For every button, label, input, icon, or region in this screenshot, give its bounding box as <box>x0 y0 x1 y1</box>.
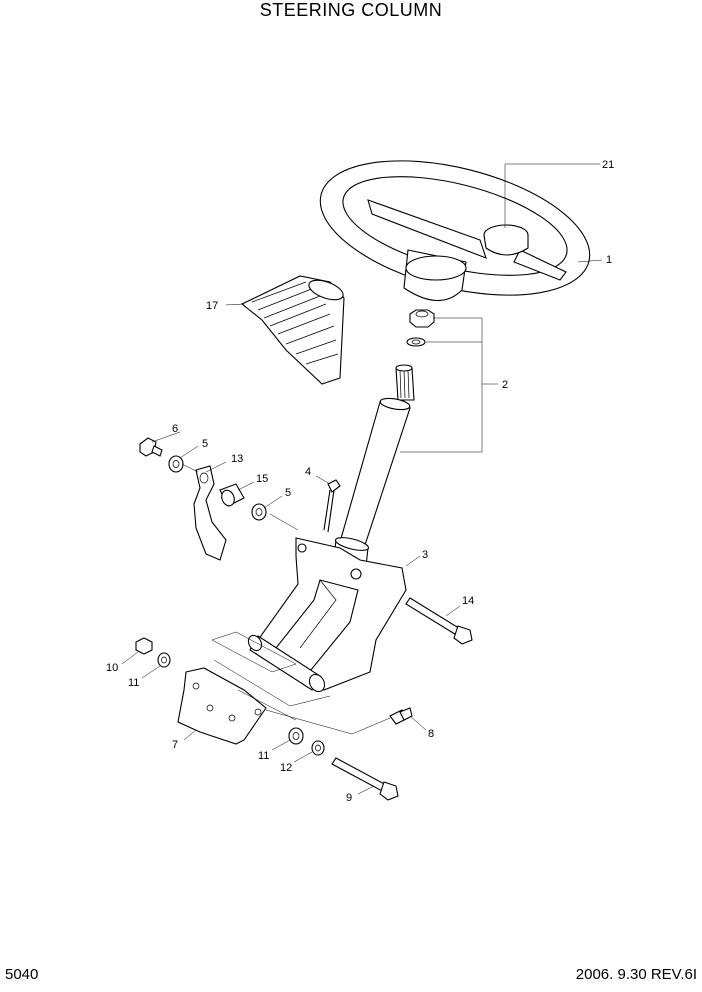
callout-17: 17 <box>206 300 218 312</box>
callout-labels: 21 1 17 2 6 5 13 4 15 5 3 14 10 11 7 8 1… <box>106 159 614 804</box>
callout-7: 7 <box>172 739 178 751</box>
callout-2: 2 <box>502 379 508 391</box>
stud-8 <box>389 707 413 725</box>
washer-5-lower <box>251 503 267 521</box>
bracket-plate <box>177 667 267 745</box>
callout-4: 4 <box>305 466 311 478</box>
callout-8: 8 <box>428 728 434 740</box>
steering-wheel <box>319 160 591 302</box>
callout-1: 1 <box>606 254 612 266</box>
callout-5-upper: 5 <box>202 438 208 450</box>
assembly-lines <box>181 463 391 735</box>
leader-lines <box>121 163 603 795</box>
steering-column <box>333 364 415 567</box>
bolt-4 <box>323 479 341 533</box>
callout-3: 3 <box>422 549 428 561</box>
page-number: 5040 <box>5 966 39 983</box>
callout-9: 9 <box>346 792 352 804</box>
column-nut-washer <box>406 309 435 347</box>
page-title: STEERING COLUMN <box>259 0 443 20</box>
callout-11-left: 11 <box>128 677 139 689</box>
nut-10 <box>135 637 153 655</box>
callout-5-lower: 5 <box>285 487 291 499</box>
callout-15: 15 <box>256 473 268 485</box>
tilt-lever <box>193 465 227 561</box>
callout-21: 21 <box>602 159 614 171</box>
bolt-6 <box>139 437 163 457</box>
steering-boot <box>240 275 345 385</box>
callout-14: 14 <box>462 595 474 607</box>
bolt-9 <box>331 757 399 801</box>
bolt-14 <box>405 597 473 645</box>
washer-5-upper <box>168 455 184 473</box>
column-bracket <box>247 537 407 693</box>
washer-11-right <box>288 727 304 745</box>
revision-date: 2006. 9.30 REV.6I <box>575 966 697 983</box>
callout-12: 12 <box>280 762 292 774</box>
callout-11-right: 11 <box>258 750 269 762</box>
callout-10: 10 <box>106 662 118 674</box>
spacer-15 <box>219 483 245 507</box>
callout-13: 13 <box>231 453 243 465</box>
washer-11-left <box>157 652 171 668</box>
callout-6: 6 <box>172 423 178 435</box>
washer-12 <box>311 740 325 756</box>
